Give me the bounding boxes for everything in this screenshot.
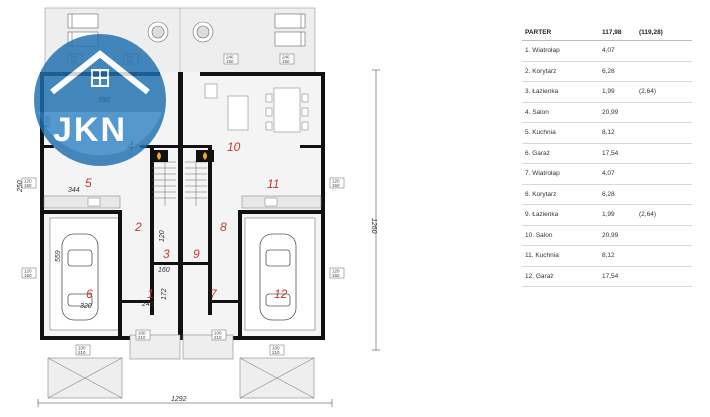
cell-area: 4,07 (599, 40, 636, 62)
cell-name: 11. Kuchnia (522, 245, 599, 267)
dim-120: 120 (159, 230, 166, 242)
cell-extra (636, 102, 692, 123)
dim-246: 246 (141, 301, 154, 308)
header-name: PARTER (522, 24, 599, 41)
table-header-row: PARTER 117,98 (119,28) (522, 24, 692, 41)
dim-344: 344 (68, 187, 80, 194)
dim-160: 160 (158, 267, 170, 274)
cell-extra (636, 245, 692, 267)
room-number-7: 7 (210, 287, 218, 301)
cell-extra: (2,64) (636, 204, 692, 226)
cell-area: 20,99 (599, 102, 636, 123)
patio-table (147, 21, 214, 43)
cell-extra (636, 61, 692, 82)
cell-name: 2. Korytarz (522, 61, 599, 82)
header-extra: (119,28) (636, 24, 692, 41)
room-number-1: 1 (147, 287, 154, 301)
cell-name: 10. Salon (522, 225, 599, 246)
cell-area: 1,99 (599, 204, 636, 226)
fireplace-icon (150, 150, 214, 162)
dimension-lines (37, 69, 380, 407)
cell-name: 8. Korytarz (522, 184, 599, 205)
stairs (152, 160, 207, 206)
room-number-8: 8 (220, 220, 227, 234)
dim-320: 320 (80, 303, 92, 310)
cell-extra (636, 266, 692, 287)
room-number-12: 12 (274, 287, 288, 301)
dining-table (204, 83, 309, 133)
logo-text: JKN (53, 111, 127, 149)
cell-name: 9. Łazienka (522, 204, 599, 226)
dim-172: 172 (161, 288, 168, 300)
total-height-dim: 1260 (370, 218, 377, 234)
dim-559: 559 (55, 250, 62, 262)
car-icon (61, 233, 297, 321)
cell-name: 5. Kuchnia (522, 122, 599, 144)
cell-area: 17,54 (599, 266, 636, 287)
room-number-2: 2 (134, 220, 142, 234)
cell-name: 6. Garaż (522, 143, 599, 164)
floor-plan: 1292 1260 590 539 250 344 559 320 246 17… (17, 7, 380, 407)
kitchen-counter (43, 195, 322, 209)
cell-name: 4. Salon (522, 102, 599, 123)
cell-area: 8,12 (599, 245, 636, 267)
cell-area: 1,99 (599, 81, 636, 103)
cell-name: 1. Wiatrołap (522, 40, 599, 62)
cell-name: 12. Garaż (522, 266, 599, 287)
cell-extra (636, 122, 692, 144)
cell-area: 8,12 (599, 122, 636, 144)
dim-250: 250 (17, 180, 24, 193)
cell-area: 17,54 (599, 143, 636, 164)
cell-extra (636, 143, 692, 164)
cell-area: 6,28 (599, 61, 636, 82)
cell-area: 20,99 (599, 225, 636, 246)
header-area: 117,98 (599, 24, 636, 41)
cell-name: 3. Łazienka (522, 81, 599, 103)
watermark-logo: JKN (34, 34, 166, 166)
room-number-11: 11 (267, 177, 279, 191)
room-number-3: 3 (163, 247, 170, 261)
cell-name: 7. Wiatrołap (522, 163, 599, 185)
total-width-dim: 1292 (171, 396, 187, 403)
cell-area: 4,07 (599, 163, 636, 185)
cell-extra (636, 40, 692, 62)
cell-extra (636, 163, 692, 185)
cell-extra (636, 184, 692, 205)
cell-extra: (2,64) (636, 81, 692, 103)
room-number-10: 10 (227, 140, 241, 154)
cell-extra (636, 225, 692, 246)
entrance-steps (47, 334, 315, 399)
room-number-5: 5 (85, 176, 92, 190)
room-number-9: 9 (193, 247, 200, 261)
cell-area: 6,28 (599, 184, 636, 205)
room-number-6: 6 (86, 287, 93, 301)
